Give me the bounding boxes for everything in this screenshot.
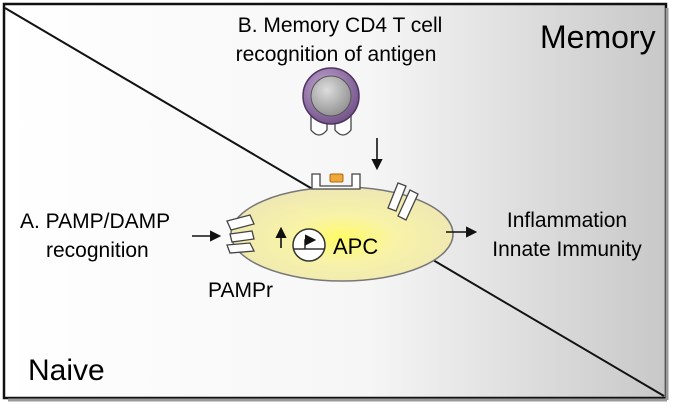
- memory-region-label: Memory: [540, 19, 656, 55]
- memory-recognition-line2: recognition of antigen: [236, 43, 437, 66]
- outcome-line2: Innate Immunity: [492, 238, 642, 261]
- pampr-label: PAMPr: [208, 279, 273, 302]
- memory-t-cell-icon: [302, 67, 360, 136]
- mhc-peptide-icon: [311, 173, 361, 190]
- pamp-receptor-icon: [226, 214, 256, 254]
- pamp-recognition-line1: A. PAMP/DAMP: [20, 210, 170, 233]
- pamp-recognition-line2: recognition: [46, 239, 149, 262]
- memory-recognition-line1: B. Memory CD4 T cell: [238, 14, 443, 37]
- outcome-line1: Inflammation: [507, 209, 627, 232]
- apc-label: APC: [333, 234, 378, 259]
- surface-receptor-icon: [387, 182, 419, 221]
- naive-region-label: Naive: [28, 354, 105, 387]
- gene-expression-icon: [292, 228, 326, 262]
